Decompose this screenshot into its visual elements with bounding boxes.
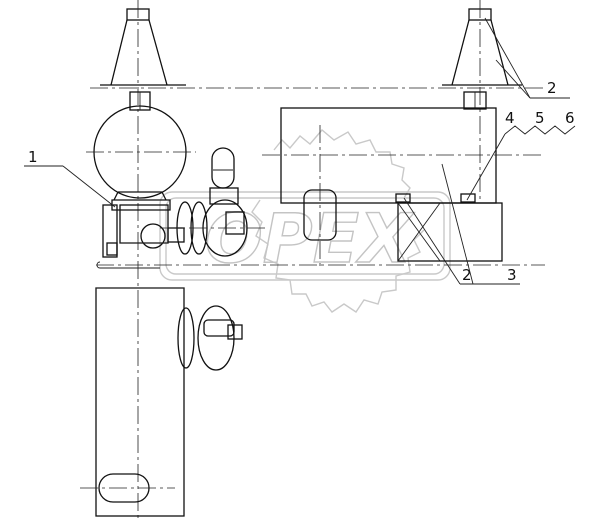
valve-neck — [209, 187, 239, 205]
pump-housing — [119, 204, 169, 244]
watermark-gear — [251, 129, 425, 313]
left-motor-assembly — [86, 91, 196, 258]
watermark-frame-inner — [165, 197, 445, 275]
watermark-frame — [159, 191, 451, 281]
tank-lower-box — [397, 202, 503, 262]
valve-cluster — [160, 147, 268, 257]
leaders — [24, 17, 576, 285]
lower-valve-top — [203, 319, 235, 337]
tank-upper-box — [280, 107, 497, 204]
lower-motor-body — [95, 287, 185, 517]
lower-coupling — [177, 307, 195, 369]
lower-valve-body — [197, 305, 235, 371]
tank-fitting-left — [395, 193, 411, 203]
callout-5: 5 — [535, 109, 545, 127]
pump-port-circle — [140, 223, 166, 249]
callout-2-bottom: 2 — [462, 266, 472, 284]
right-tank — [262, 91, 545, 270]
top-bracket-right — [442, 0, 522, 200]
side-plate — [102, 204, 118, 258]
valve-top-cylinder — [211, 147, 235, 189]
callout-2-top: 2 — [547, 79, 557, 97]
lower-motor-assembly — [80, 287, 243, 517]
top-bracket-left — [100, 0, 186, 520]
tank-fitting-right — [460, 193, 476, 203]
callout-1: 1 — [28, 148, 38, 166]
callout-3: 3 — [507, 266, 517, 284]
callout-6: 6 — [565, 109, 575, 127]
motor-flange — [111, 199, 171, 211]
callout-4: 4 — [505, 109, 515, 127]
hose-bend — [96, 261, 160, 269]
valve-port — [225, 211, 245, 235]
